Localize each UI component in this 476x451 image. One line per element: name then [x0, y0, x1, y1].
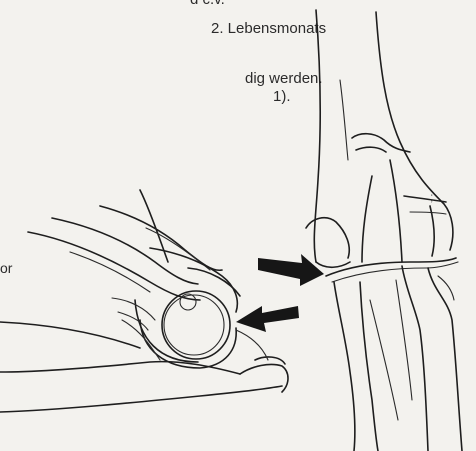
arrow-left — [236, 306, 299, 332]
arrow-right — [258, 254, 324, 286]
ap-elbow-drawing — [258, 10, 462, 451]
lateral-elbow-drawing — [0, 190, 299, 412]
